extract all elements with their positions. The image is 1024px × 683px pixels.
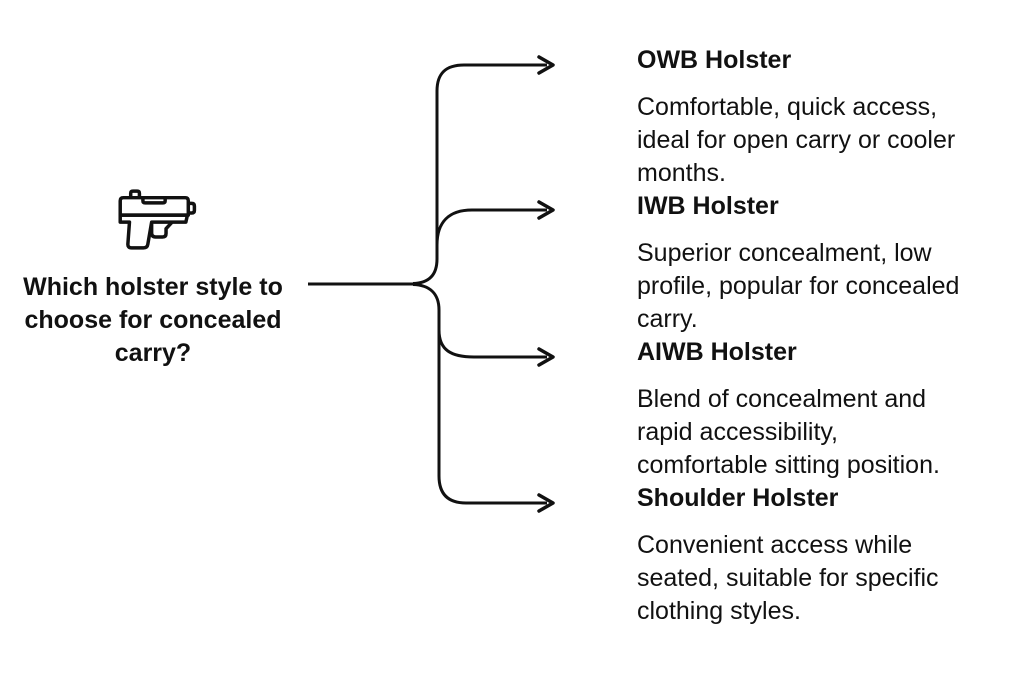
branch-title: Shoulder Holster: [637, 484, 839, 512]
branch4-line: [412, 283, 547, 505]
branch-description: Convenient access while seated, suitable…: [637, 531, 939, 625]
branch-title: IWB Holster: [637, 192, 779, 220]
root-question-label: Which holster style to choose for concea…: [23, 273, 283, 367]
branch-section-aiwb: AIWB Holster Blend of concealment and ra…: [637, 336, 1017, 482]
branch-section-iwb: IWB Holster Superior concealment, low pr…: [637, 190, 1017, 336]
pistol-icon: [118, 189, 197, 250]
branch-list: OWB Holster Comfortable, quick access, i…: [637, 44, 1017, 628]
arrow-icon: [537, 55, 555, 75]
branch-description: Superior concealment, low profile, popul…: [637, 239, 960, 333]
arrow-icon: [537, 493, 555, 513]
branch1-line: [412, 63, 547, 285]
branch-title: AIWB Holster: [637, 338, 797, 366]
arrow-icon: [537, 200, 555, 220]
branch-description: Comfortable, quick access, ideal for ope…: [637, 93, 956, 187]
branch2-line: [435, 208, 547, 246]
branch-section-owb: OWB Holster Comfortable, quick access, i…: [637, 44, 1017, 190]
branch3-line: [437, 329, 547, 359]
branch-section-shoulder: Shoulder Holster Convenient access while…: [637, 482, 1017, 628]
arrow-icon: [537, 347, 555, 367]
branch-description: Blend of concealment and rapid accessibi…: [637, 385, 940, 479]
branch-title: OWB Holster: [637, 46, 792, 74]
